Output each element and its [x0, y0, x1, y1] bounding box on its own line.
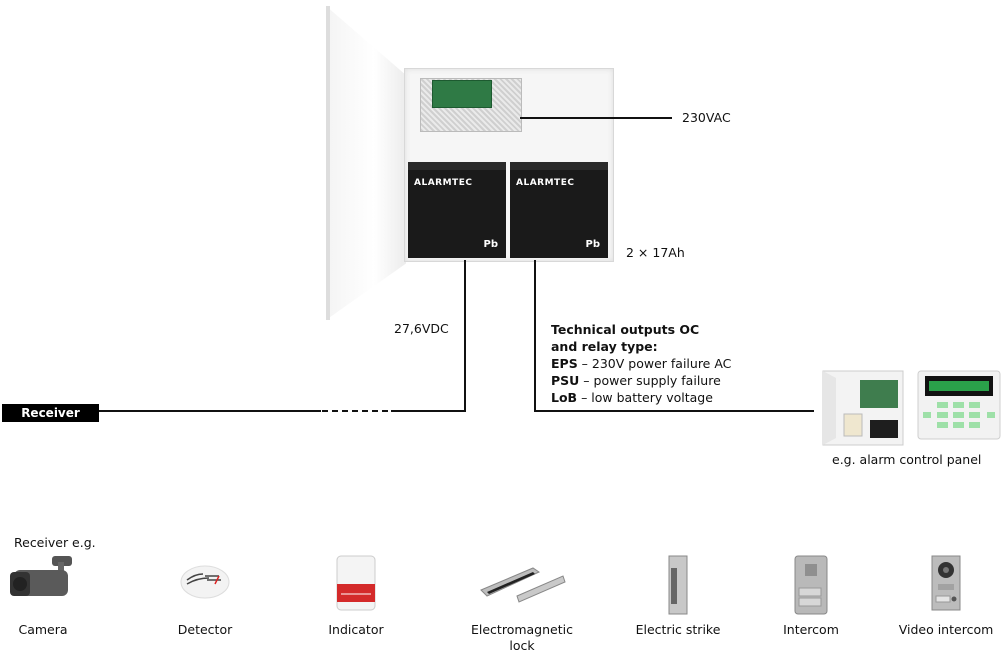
- device-label: Intercom: [783, 622, 839, 637]
- tech-heading-line2: and relay type:: [551, 339, 658, 354]
- receiver-line: [99, 410, 321, 412]
- battery-pb-mark: Pb: [585, 239, 601, 250]
- device-intercom: Intercom: [751, 554, 871, 638]
- device-label: Camera: [18, 622, 68, 637]
- smoke-detector-icon: [145, 554, 265, 616]
- tech-heading-line1: Technical outputs OC: [551, 322, 700, 337]
- device-camera: Camera: [0, 554, 103, 638]
- tech-item-lob: LoB – low battery voltage: [551, 389, 731, 406]
- device-label: Video intercom: [898, 622, 994, 637]
- control-board: [432, 80, 492, 108]
- device-electric-strike: Electric strike: [618, 554, 738, 638]
- alarm-panel-cabinet-image: [822, 370, 904, 446]
- tech-output-horizontal-line: [534, 410, 814, 412]
- electric-strike-icon: [618, 554, 738, 616]
- video-intercom-icon: [886, 554, 1005, 616]
- dc-output-horizontal-line: [391, 410, 466, 412]
- receiver-examples-title: Receiver e.g.: [14, 535, 96, 550]
- device-label: Electromagnetic lock: [471, 622, 573, 653]
- tech-desc: – power supply failure: [579, 373, 721, 388]
- ac-input-line: [520, 117, 672, 119]
- battery-2: ALARMTEC Pb: [510, 162, 608, 258]
- tech-output-vertical-line: [534, 260, 536, 412]
- enclosure-door: [326, 6, 406, 320]
- device-label: Indicator: [328, 622, 384, 637]
- device-video-intercom: Video intercom: [886, 554, 1005, 638]
- dc-output-dashed-line: [322, 410, 388, 412]
- battery-capacity-label: 2 × 17Ah: [626, 245, 685, 260]
- battery-brand: ALARMTEC: [414, 178, 473, 188]
- device-electromagnetic-lock: Electromagnetic lock: [462, 554, 582, 654]
- tech-item-psu: PSU – power supply failure: [551, 372, 731, 389]
- device-detector: Detector: [145, 554, 265, 638]
- siren-indicator-icon: [296, 554, 416, 616]
- device-label: Electric strike: [635, 622, 721, 637]
- tech-code: PSU: [551, 373, 580, 388]
- dc-output-vertical-line: [464, 260, 466, 412]
- battery-brand: ALARMTEC: [516, 178, 575, 188]
- tech-code: EPS: [551, 356, 578, 371]
- tech-item-eps: EPS – 230V power failure AC: [551, 355, 731, 372]
- device-label: Detector: [177, 622, 233, 637]
- device-indicator: Indicator: [296, 554, 416, 638]
- receiver-tag: Receiver: [2, 404, 99, 422]
- enclosure-door-edge: [326, 6, 330, 320]
- input-voltage-label: 230VAC: [682, 110, 731, 125]
- tech-desc: – 230V power failure AC: [577, 356, 732, 371]
- technical-outputs-block: Technical outputs OC and relay type: EPS…: [551, 321, 731, 406]
- electromagnetic-lock-icon: [462, 554, 582, 616]
- tech-code: LoB: [551, 390, 578, 405]
- alarm-keypad-image: [917, 370, 1001, 446]
- battery-pb-mark: Pb: [483, 239, 499, 250]
- camera-icon: [0, 554, 103, 616]
- battery-1: ALARMTEC Pb: [408, 162, 506, 258]
- alarm-panel-caption: e.g. alarm control panel: [832, 452, 982, 467]
- output-voltage-label: 27,6VDC: [394, 321, 449, 336]
- tech-desc: – low battery voltage: [577, 390, 713, 405]
- intercom-icon: [751, 554, 871, 616]
